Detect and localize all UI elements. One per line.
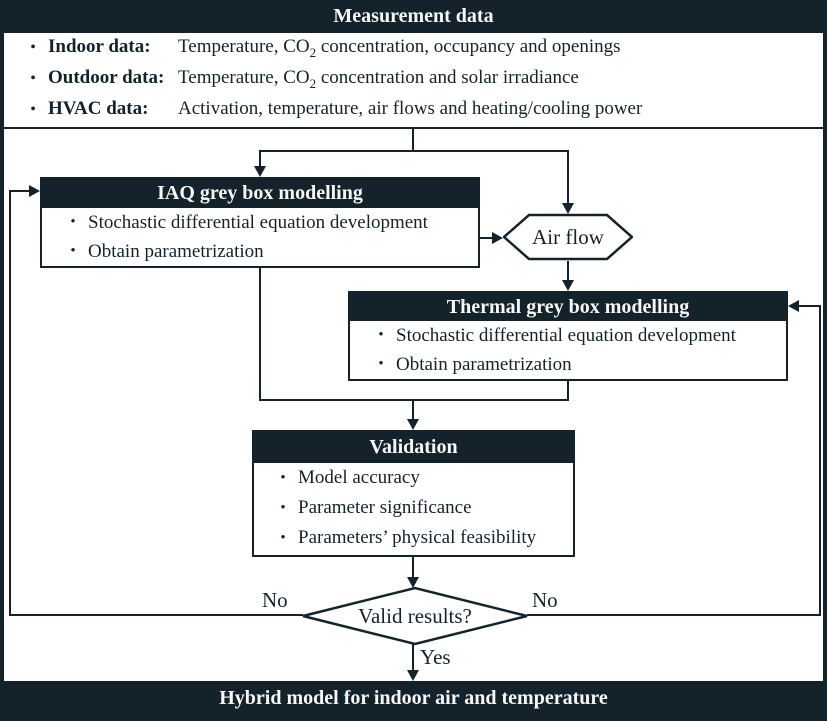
connector-to-validation	[412, 399, 414, 420]
item-label: Indoor data:	[48, 36, 151, 57]
connector-to-hexagon	[567, 150, 569, 204]
connector-validation-to-decision	[412, 557, 414, 579]
bullet-icon: •	[30, 39, 36, 56]
item-desc: Temperature, CO2 concentration and solar…	[178, 67, 579, 91]
arrowhead-into-hexagon-top	[562, 203, 574, 214]
output-bar: Hybrid model for indoor air and temperat…	[0, 681, 827, 721]
measurement-item-indoor: • Indoor data: Temperature, CO2 concentr…	[4, 36, 823, 67]
validation-bullet-text: Parameters’ physical feasibility	[298, 527, 537, 548]
arrowhead-into-validation-top	[407, 419, 419, 430]
thermal-title: Thermal grey box modelling	[446, 296, 690, 318]
connector-no-left-horizontal	[10, 614, 303, 616]
arrowhead-into-output-bar	[407, 670, 419, 681]
airflow-hexagon: Air flow	[503, 213, 633, 261]
thermal-bullet-text: Stochastic differential equation develop…	[396, 324, 736, 346]
item-desc: Temperature, CO2 concentration, occupanc…	[178, 36, 621, 60]
connector-left-feedback-vertical	[9, 190, 11, 616]
bullet-icon: •	[378, 327, 384, 343]
iaq-box: IAQ grey box modelling • Stochastic diff…	[40, 177, 480, 268]
label-no-right: No	[532, 588, 558, 612]
measurement-item-outdoor: • Outdoor data: Temperature, CO2 concent…	[4, 67, 823, 98]
thermal-header: Thermal grey box modelling	[350, 293, 786, 321]
validation-bullet-row: • Parameter significance	[254, 493, 573, 523]
bullet-icon: •	[280, 499, 286, 516]
bullet-icon: •	[70, 214, 76, 230]
connector-iaq-to-hexagon	[480, 237, 494, 239]
measurement-item-hvac: • HVAC data: Activation, temperature, ai…	[4, 98, 823, 129]
arrowhead-into-decision-top	[407, 577, 419, 588]
connector-right-feedback-horizontal	[797, 305, 821, 307]
thermal-bullet-row: • Obtain parametrization	[350, 350, 786, 379]
connector-iaq-bottom-down	[259, 267, 261, 401]
bullet-icon: •	[280, 529, 286, 546]
connector-measurement-down	[412, 129, 414, 152]
thermal-box: Thermal grey box modelling • Stochastic …	[348, 291, 788, 381]
label-no-left: No	[262, 588, 288, 612]
iaq-title: IAQ grey box modelling	[157, 182, 363, 204]
connector-yes-down	[412, 644, 414, 672]
connector-thermal-bottom-down	[567, 381, 569, 401]
thermal-bullet-row: • Stochastic differential equation devel…	[350, 321, 786, 350]
thermal-bullet-text: Obtain parametrization	[396, 353, 572, 375]
connector-hexagon-to-thermal	[567, 261, 569, 282]
connector-split-horizontal	[259, 150, 569, 152]
iaq-bullet-text: Obtain parametrization	[88, 240, 264, 262]
validation-bullet-text: Model accuracy	[298, 467, 420, 488]
connector-left-feedback-horizontal	[9, 190, 31, 192]
validation-bullet-row: • Model accuracy	[254, 463, 573, 493]
validation-title: Validation	[369, 436, 458, 458]
measurement-title: Measurement data	[333, 5, 494, 27]
output-title: Hybrid model for indoor air and temperat…	[219, 687, 608, 709]
iaq-bullet-row: • Obtain parametrization	[42, 237, 478, 266]
bullet-icon: •	[280, 469, 286, 486]
connector-right-feedback-vertical	[819, 305, 821, 616]
bullet-icon: •	[378, 356, 384, 372]
validation-box: Validation • Model accuracy • Parameter …	[252, 430, 575, 557]
connector-to-iaq	[259, 150, 261, 168]
label-yes: Yes	[420, 645, 451, 669]
arrowhead-into-thermal-top	[562, 280, 574, 291]
measurement-data-box: • Indoor data: Temperature, CO2 concentr…	[4, 33, 823, 129]
connector-merge-horizontal	[259, 399, 569, 401]
item-label: HVAC data:	[48, 98, 149, 119]
item-desc: Activation, temperature, air flows and h…	[178, 98, 643, 119]
item-label: Outdoor data:	[48, 67, 165, 88]
decision-label: Valid results?	[358, 603, 472, 628]
arrowhead-into-hexagon-left	[492, 232, 503, 244]
iaq-bullet-row: • Stochastic differential equation devel…	[42, 208, 478, 237]
connector-no-right-horizontal	[527, 614, 821, 616]
decision-diamond: Valid results?	[300, 586, 530, 646]
validation-header: Validation	[254, 432, 573, 463]
bullet-icon: •	[30, 101, 36, 118]
bullet-icon: •	[30, 70, 36, 87]
iaq-header: IAQ grey box modelling	[42, 179, 478, 208]
airflow-label: Air flow	[532, 224, 604, 249]
iaq-bullet-text: Stochastic differential equation develop…	[88, 211, 428, 233]
arrowhead-into-thermal-right	[788, 300, 799, 312]
validation-bullet-row: • Parameters’ physical feasibility	[254, 523, 573, 553]
arrowhead-into-iaq-top	[254, 166, 266, 177]
bullet-icon: •	[70, 243, 76, 259]
measurement-header-bar: Measurement data	[0, 0, 827, 33]
validation-bullet-text: Parameter significance	[298, 497, 472, 518]
arrowhead-into-iaq-left	[29, 185, 40, 197]
